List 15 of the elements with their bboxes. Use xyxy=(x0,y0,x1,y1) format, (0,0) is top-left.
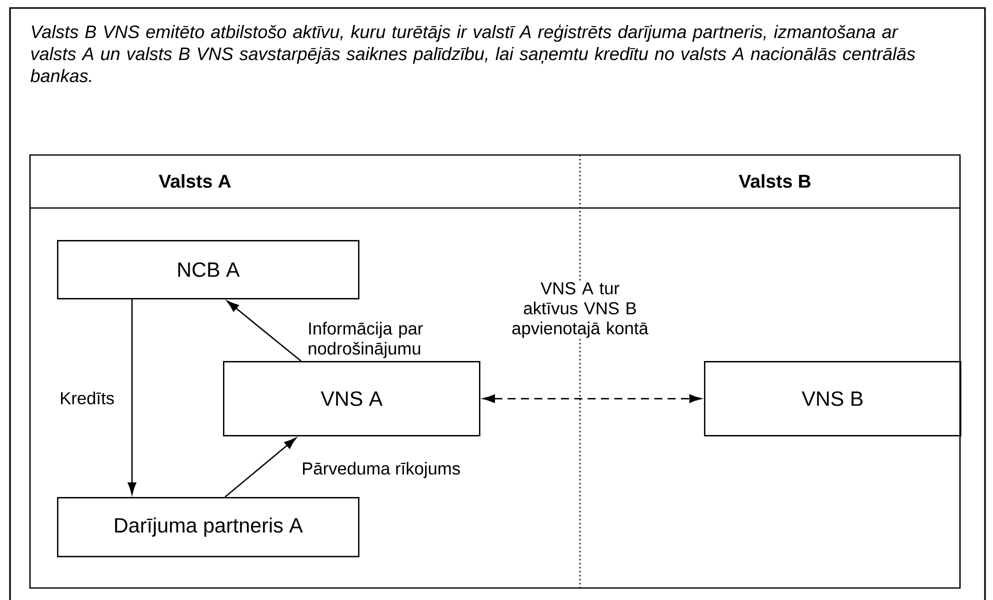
title-text: Valsts B VNS emitēto atbilstošo aktīvu, kuru turētājs ir valstī A reģistrēts darījuma partneris, izmantošana ar valsts A un valsts B VNS savstarpējās saiknes palīdzību, lai saņemtu kredītu no valsts A nacionālās centrālās bankas. xyxy=(30,24,916,82)
process-box: VNS B xyxy=(704,361,962,436)
process-box: Darījuma partneris A xyxy=(57,497,360,558)
process-box: NCB A xyxy=(57,240,360,300)
arrow xyxy=(128,299,136,494)
process-box: VNS A xyxy=(223,361,480,436)
column-header: Valsts B xyxy=(738,174,810,188)
arrow xyxy=(224,438,296,498)
edge-label: VNS A tur aktīvus VNS B apvienotajā kontā xyxy=(512,282,648,338)
column-header: Valsts A xyxy=(158,174,231,188)
arrow xyxy=(226,300,302,362)
edge-label: Pārveduma rīkojums xyxy=(303,462,460,478)
edge-label: Informācija par nodrošinājumu xyxy=(308,322,423,358)
edge-label: Kredīts xyxy=(61,392,114,404)
arrow xyxy=(482,394,702,403)
